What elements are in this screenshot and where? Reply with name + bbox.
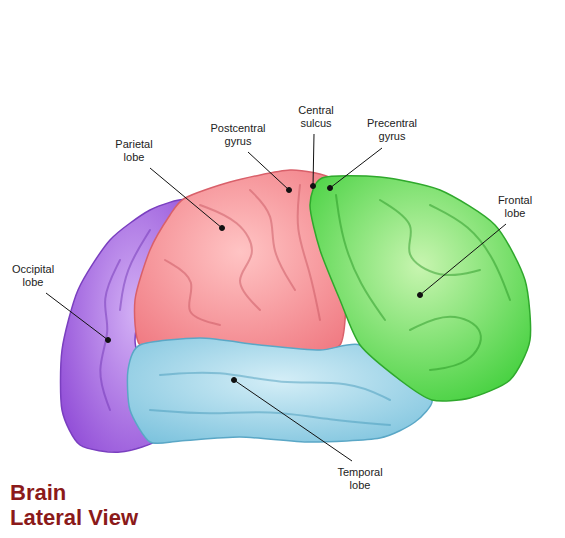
gyrus-fold — [410, 317, 481, 370]
part-label: Temporal lobe — [337, 466, 382, 491]
gyrus-fold — [120, 230, 150, 310]
gyrus-fold — [380, 200, 480, 275]
brain-lobe — [310, 176, 531, 401]
leader-line — [330, 148, 382, 188]
leader-dot — [232, 378, 237, 383]
part-label: Occipital lobe — [12, 263, 54, 288]
leader-dot — [220, 226, 225, 231]
leader-line — [46, 293, 108, 340]
leader-line — [150, 168, 222, 228]
leader-line — [234, 380, 352, 461]
gyrus-fold — [100, 260, 120, 410]
diagram-title: Brain Lateral View — [10, 480, 139, 531]
leader-dot — [287, 188, 292, 193]
leader-dot — [418, 293, 423, 298]
leader-dot — [106, 338, 111, 343]
leader-dot — [311, 184, 316, 189]
part-label: Precentral gyrus — [367, 117, 417, 142]
gyrus-fold — [250, 190, 295, 290]
gyrus-fold — [298, 185, 320, 320]
gyrus-fold — [336, 195, 385, 320]
gyrus-fold — [430, 205, 510, 300]
gyrus-fold — [200, 205, 260, 310]
gyrus-fold — [160, 373, 390, 400]
leader-line — [420, 224, 506, 295]
leader-dot — [328, 186, 333, 191]
gyrus-fold — [165, 260, 220, 325]
part-label: Frontal lobe — [498, 194, 532, 219]
part-label: Central sulcus — [298, 104, 333, 129]
gyrus-fold — [150, 410, 390, 425]
leader-line — [248, 152, 289, 190]
part-label: Postcentral gyrus — [210, 122, 265, 147]
part-label: Parietal lobe — [115, 138, 152, 163]
leader-line — [313, 134, 314, 186]
